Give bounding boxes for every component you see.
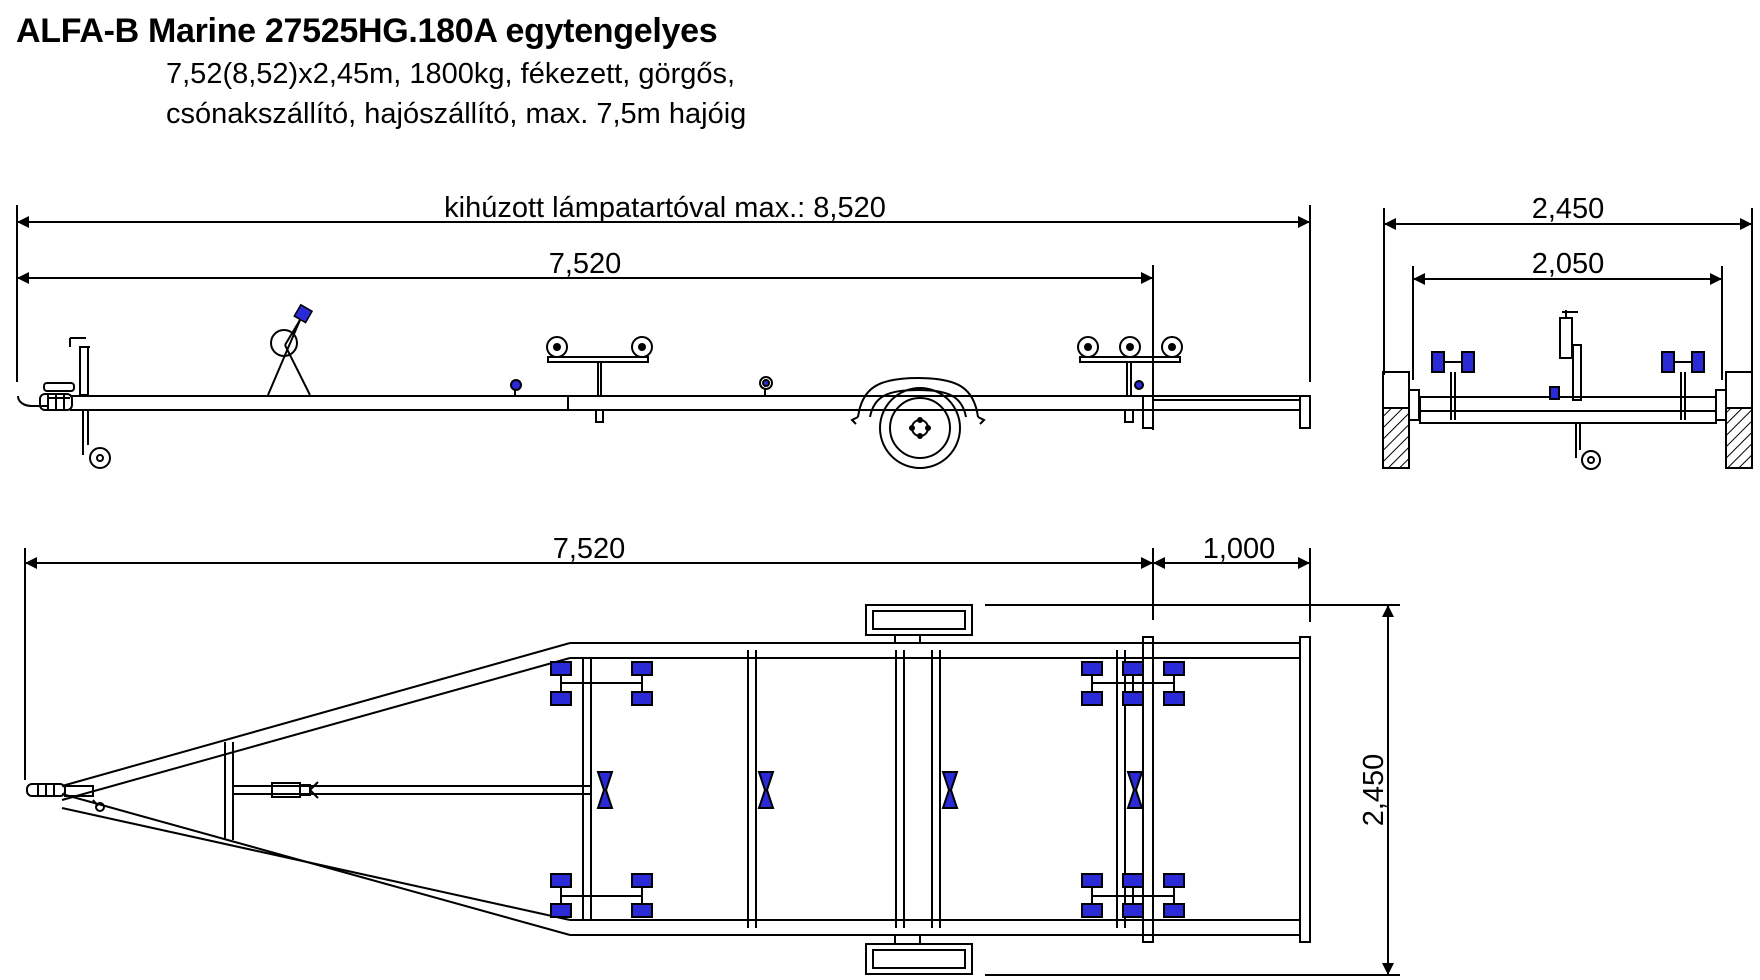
rear-roller-left [1431, 351, 1475, 420]
rear-view: 2,450 2,050 [1382, 193, 1753, 470]
dim-rear-width-outer: 2,450 [1383, 193, 1753, 375]
dim-max-length: kihúzott lámpatartóval max.: 8,520 [16, 192, 1311, 382]
keel-post-1 [510, 379, 522, 396]
dim-rear-width-inner-label: 2,050 [1532, 248, 1605, 280]
dim-top-length: 7,520 [24, 533, 1154, 780]
keel-post-2 [759, 376, 773, 396]
dim-top-extension-label: 1,000 [1203, 533, 1276, 565]
rear-center-post [1549, 310, 1601, 470]
axle-wheel-side [850, 376, 986, 469]
wheel-top-upper [865, 604, 973, 643]
top-view: 7,520 1,000 2,450 [24, 533, 1400, 976]
keel-roller-1 [596, 771, 614, 809]
dim-top-extension: 1,000 [1153, 533, 1311, 622]
rear-roller-cradle [1077, 336, 1183, 423]
rear-tire-left [1382, 371, 1420, 469]
dim-side-length-label: 7,520 [549, 248, 622, 280]
coupling [17, 382, 75, 411]
drawing-title: ALFA-B Marine 27525HG.180A egytengelyes [16, 12, 718, 50]
winch-stand [267, 303, 314, 396]
main-frame [570, 636, 1311, 943]
side-view: kihúzott lámpatartóval max.: 8,520 7,520 [16, 192, 1311, 469]
dim-rear-width-inner: 2,050 [1412, 248, 1723, 380]
side-roller-front-lower [550, 873, 653, 918]
centre-spine [233, 781, 590, 799]
frame-beam [70, 395, 1311, 429]
jockey-wheel [69, 337, 111, 469]
side-roller-rear-lower [1081, 873, 1185, 918]
keel-roller-2 [757, 771, 775, 809]
spec-line-1: 7,52(8,52)x2,45m, 1800kg, fékezett, görg… [166, 58, 736, 90]
dim-top-length-label: 7,520 [553, 533, 626, 565]
dim-top-width-label: 2,450 [1358, 754, 1390, 827]
wheel-top-lower [865, 935, 973, 975]
spec-line-2: csónakszállító, hajószállító, max. 7,5m … [166, 98, 747, 130]
side-roller-rear-upper [1081, 661, 1185, 706]
rear-tire-right [1715, 371, 1753, 469]
dim-side-length: 7,520 [17, 248, 1154, 430]
keel-roller-4 [1126, 771, 1144, 809]
side-roller-front-upper [550, 661, 653, 706]
rear-cross-frame [1419, 396, 1717, 424]
dim-top-width: 2,450 [985, 604, 1400, 976]
drawbar-a-frame [61, 642, 571, 936]
rear-roller-right [1661, 351, 1705, 420]
front-roller-cradle [546, 336, 653, 423]
dim-max-length-label: kihúzott lámpatartóval max.: 8,520 [444, 192, 886, 224]
coupling-top [26, 783, 105, 812]
dim-rear-width-outer-label: 2,450 [1532, 193, 1605, 225]
keel-roller-3 [941, 771, 959, 809]
